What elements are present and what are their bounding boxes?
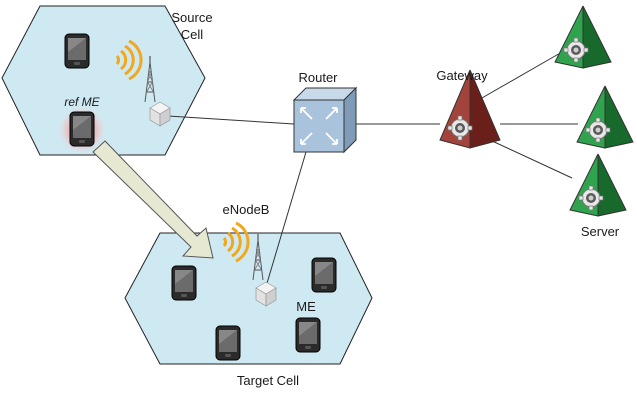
server-label: Server: [581, 224, 620, 239]
source-cell-label-line2: Cell: [181, 27, 204, 42]
link-gateway-server-bottom: [489, 139, 573, 179]
gateway-label: Gateway: [436, 68, 488, 83]
router-icon: [292, 86, 358, 154]
ref-me-label: ref ME: [64, 95, 100, 109]
source-cell-label-line1: Source: [171, 10, 212, 25]
phone-icon: [215, 325, 241, 361]
ref-me-phone-icon: [69, 111, 95, 147]
phone-icon: [64, 33, 90, 69]
gateway-icon: [439, 69, 501, 149]
handover-arrow: [92, 140, 214, 259]
enodeb-label: eNodeB: [223, 202, 270, 217]
phone-icon: [295, 317, 321, 353]
link-gateway-server-top: [474, 51, 563, 103]
server-icon: [576, 85, 634, 149]
server-icon: [554, 5, 612, 69]
target-cell-label: Target Cell: [237, 373, 299, 388]
link-router-target: [264, 151, 307, 291]
link-source-router: [167, 115, 295, 125]
phone-icon: [171, 265, 197, 301]
me-label: ME: [296, 299, 316, 314]
router-label: Router: [298, 70, 338, 85]
server-icon: [569, 153, 627, 217]
target-cell: [124, 232, 373, 365]
phone-icon: [311, 257, 337, 293]
